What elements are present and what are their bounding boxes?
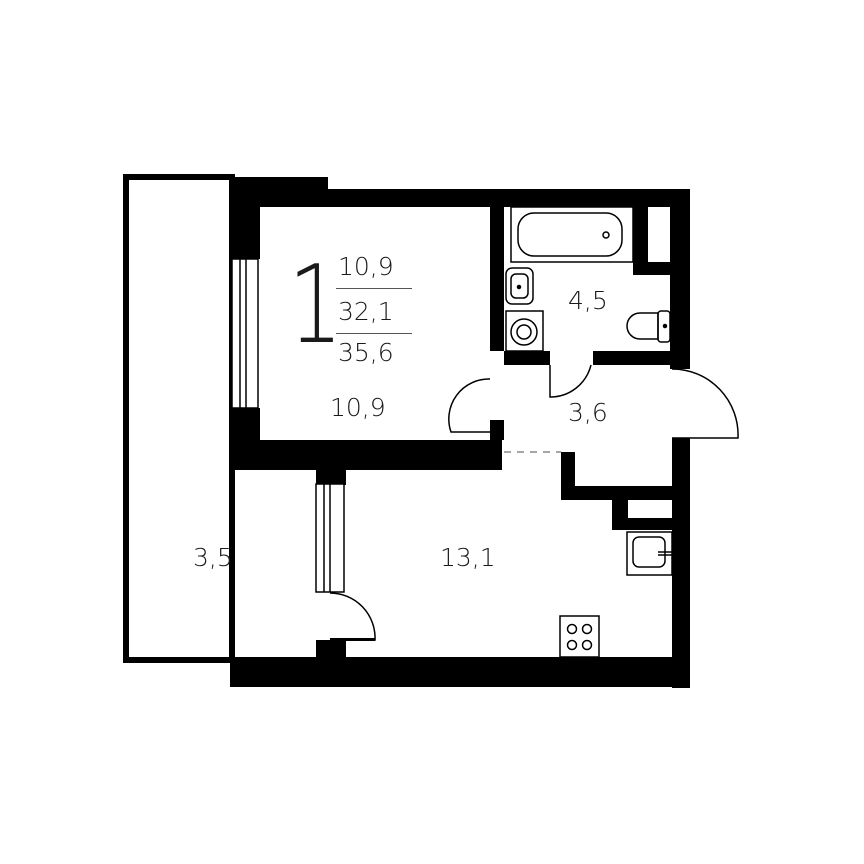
total-area-summary: 32,1 bbox=[338, 297, 394, 326]
bedroom-window bbox=[231, 258, 259, 409]
summary-divider bbox=[336, 333, 412, 334]
summary-divider bbox=[336, 288, 412, 289]
bedroom-door-swing bbox=[448, 378, 491, 433]
toilet-icon bbox=[626, 310, 671, 343]
hallway-area: 3,6 bbox=[568, 398, 608, 427]
kitchen-living-area: 13,1 bbox=[440, 543, 496, 572]
stove-icon bbox=[559, 615, 600, 658]
living-area-summary: 10,9 bbox=[338, 252, 394, 281]
bedroom-area: 10,9 bbox=[330, 393, 386, 422]
entrance-door-swing bbox=[671, 368, 739, 439]
sink-icon bbox=[505, 267, 534, 305]
balcony-outline bbox=[123, 174, 235, 663]
kitchen-window bbox=[315, 483, 345, 593]
walls bbox=[230, 177, 690, 688]
washing-machine-icon bbox=[505, 310, 544, 352]
balcony-door-swing bbox=[329, 592, 376, 641]
bathroom-area: 4,5 bbox=[568, 286, 608, 315]
bathroom-door-swing bbox=[549, 364, 592, 398]
room-count: 1 bbox=[288, 243, 343, 368]
kitchen-sink-icon bbox=[626, 531, 673, 576]
bathtub-icon bbox=[510, 206, 634, 263]
balcony-area: 3,5 bbox=[193, 543, 233, 572]
total-area-balcony-summary: 35,6 bbox=[338, 338, 394, 367]
